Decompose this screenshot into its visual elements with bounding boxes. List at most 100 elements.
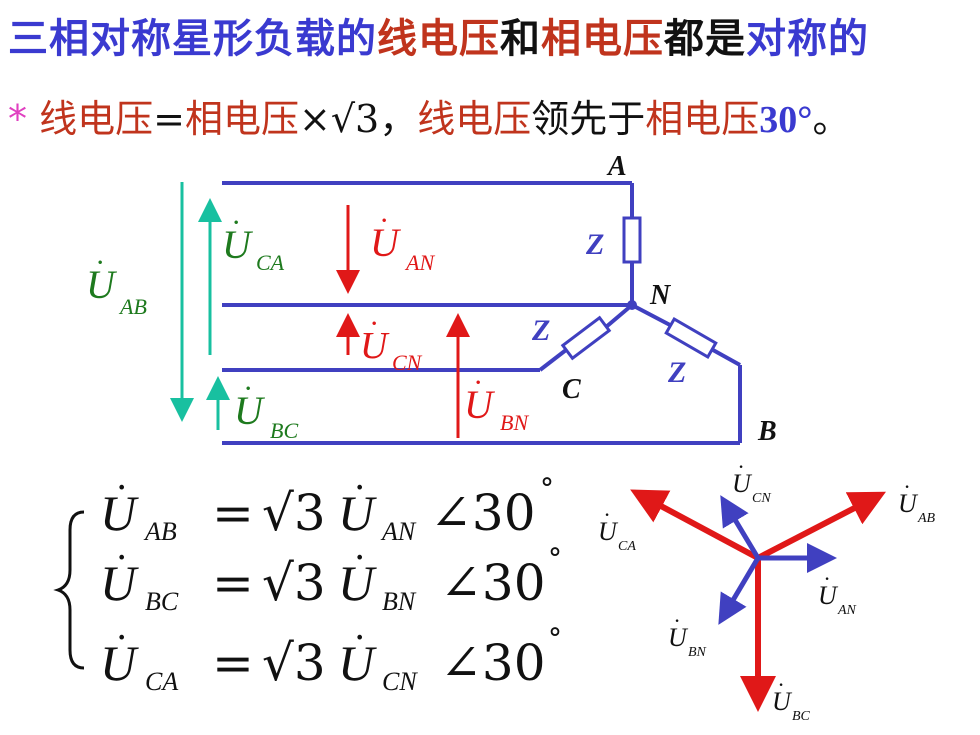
label-u-bc: U · BC [234,372,298,443]
svg-text:·: · [116,538,127,579]
phasor-labels: U · AB U · CA U · CN U · AN U · BN U · B… [598,454,936,724]
statement-period: 。 [812,97,851,141]
svg-text:·: · [674,608,680,633]
svg-text:U: U [234,388,266,433]
equation-1: U · AB = √3 U · AN ∠30 ° [100,468,554,546]
svg-text:·: · [904,474,910,499]
phasor-label-u-ca: U · CA [598,502,636,554]
impedance-b [664,317,718,359]
svg-text:BC: BC [792,709,811,724]
statement-angle: 30° [759,99,813,141]
svg-text:∠30: ∠30 [440,634,546,692]
svg-text:U: U [360,325,390,367]
statement-comma: ， [379,97,418,141]
impedance-b-label: Z [667,356,686,389]
svg-text:U: U [818,581,839,610]
label-u-ca: U · CA [222,206,285,275]
svg-text:U: U [464,382,496,427]
svg-text:AB: AB [118,294,147,319]
svg-text:·: · [232,206,240,239]
neutral-node [627,300,637,310]
svg-text:CA: CA [618,539,636,554]
svg-text:AN: AN [404,250,435,275]
equation-brace [53,510,85,670]
phasor-u-ca [630,489,760,561]
svg-text:BN: BN [688,645,707,660]
statement-equals: = [153,97,185,141]
title-are: 都是 [664,16,746,62]
node-c-label: C [562,374,581,405]
svg-text:AB: AB [917,511,936,526]
svg-text:·: · [778,672,784,697]
svg-text:°: ° [548,542,562,575]
title-phase-voltage: 相电压 [541,16,664,62]
svg-text:U: U [898,489,919,518]
svg-text:U: U [772,687,793,716]
svg-text:CA: CA [256,250,285,275]
svg-text:=: = [212,484,254,542]
phasor-label-u-bn: U · BN [668,608,707,660]
node-n-label: N [649,280,672,311]
statement-line-voltage-2: 线电压 [417,97,532,141]
label-u-ab: U · AB [86,246,147,319]
node-a-label: A [606,151,627,182]
svg-text:·: · [738,454,744,479]
svg-text:·: · [244,372,252,405]
svg-text:·: · [474,366,482,399]
svg-text:U: U [100,485,139,541]
impedance-a [622,216,642,264]
impedance-c [560,315,612,361]
svg-text:∠30: ∠30 [440,554,546,612]
svg-text:·: · [380,204,388,237]
svg-text:U: U [732,469,753,498]
svg-text:·: · [354,618,365,659]
svg-text:U: U [338,555,377,611]
equation-3: U · CA = √3 U · CN ∠30 ° [100,618,562,696]
svg-text:·: · [604,502,610,527]
title-and: 和 [500,16,541,62]
slide-title: 三相对称星形负载的线电压和相电压都是对称的 [8,6,869,64]
label-u-bn: U · BN [464,366,529,435]
phasor-diagram [630,489,886,712]
svg-text:=: = [212,634,254,692]
svg-text:BN: BN [500,410,529,435]
svg-text:U: U [222,222,254,267]
svg-text:U: U [100,635,139,691]
svg-text:U: U [86,262,118,307]
title-part1: 三相对称星形负载的 [8,16,377,62]
bullet-icon: * [8,97,27,141]
phasor-u-ab [756,491,886,561]
svg-text:U: U [338,635,377,691]
svg-text:U: U [370,220,402,265]
svg-text:AB: AB [143,517,177,546]
label-u-an: U · AN [370,204,435,275]
svg-text:U: U [338,485,377,541]
svg-text:·: · [116,618,127,659]
statement-phase-voltage: 相电压 [184,97,299,141]
svg-text:°: ° [540,472,554,505]
equation-2: U · BC = √3 U · BN ∠30 ° [100,538,562,616]
phasor-u-cn [720,495,761,560]
svg-text:√3: √3 [262,554,326,612]
phasor-label-u-ab: U · AB [898,474,936,526]
title-line-voltage: 线电压 [377,16,500,62]
svg-text:BC: BC [145,587,179,616]
node-b-label: B [757,416,777,447]
wire-c-rise [538,348,568,372]
phasor-u-bn [718,556,761,625]
phasor-label-u-bc: U · BC [772,672,811,724]
svg-text:BN: BN [382,587,417,616]
svg-text:AN: AN [837,603,857,618]
svg-text:CA: CA [145,667,178,696]
phasor-label-u-an: U · AN [818,566,857,618]
svg-text:·: · [354,538,365,579]
statement-phase-voltage-2: 相电压 [645,97,760,141]
svg-text:CN: CN [382,667,418,696]
svg-text:=: = [212,554,254,612]
statement-line-voltage: 线电压 [39,97,154,141]
svg-text:U: U [100,555,139,611]
svg-text:·: · [354,468,365,509]
svg-text:CN: CN [752,491,771,506]
phasor-label-u-cn: U · CN [732,454,771,506]
